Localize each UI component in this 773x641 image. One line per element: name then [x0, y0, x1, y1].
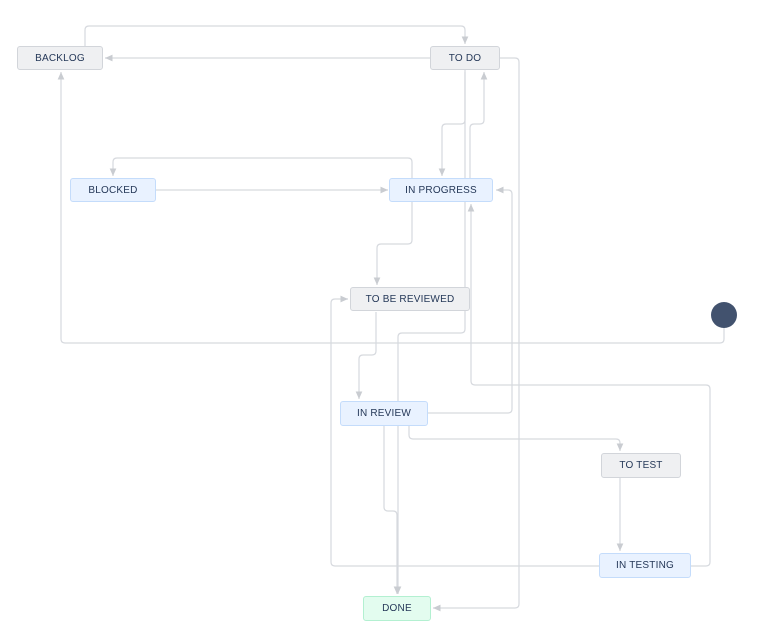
transition-in-review-to-done[interactable]: [383, 426, 401, 594]
status-in-review[interactable]: IN REVIEW: [340, 401, 428, 426]
status-to-be-reviewed[interactable]: TO BE REVIEWED: [350, 287, 470, 311]
transition-to-be-reviewed-to-done[interactable]: [394, 72, 466, 594]
status-blocked[interactable]: BLOCKED: [70, 178, 156, 202]
transition-in-progress-to-todo[interactable]: [469, 72, 488, 178]
start-node[interactable]: [711, 302, 737, 328]
status-in-testing[interactable]: IN TESTING: [599, 553, 691, 578]
transition-start-to-backlog[interactable]: [57, 72, 725, 344]
transition-todo-to-done[interactable]: [433, 57, 520, 612]
transition-backlog-to-todo[interactable]: [84, 25, 469, 46]
transition-in-testing-to-to-be-reviewed[interactable]: [330, 295, 600, 567]
transition-in-review-to-in-progress[interactable]: [428, 186, 513, 414]
status-to-test[interactable]: TO TEST: [601, 453, 681, 478]
transition-in-progress-to-blocked[interactable]: [109, 157, 413, 178]
status-backlog[interactable]: BACKLOG: [17, 46, 103, 70]
transition-to-be-reviewed-to-in-review[interactable]: [355, 312, 377, 399]
transition-in-testing-to-todo[interactable]: [467, 204, 711, 567]
transition-in-progress-to-to-be-reviewed[interactable]: [373, 202, 413, 285]
status-todo[interactable]: TO DO: [430, 46, 500, 70]
transition-in-review-to-to-test[interactable]: [408, 426, 624, 451]
transition-todo-to-in-progress[interactable]: [438, 70, 466, 176]
status-done[interactable]: DONE: [363, 596, 431, 621]
status-in-progress[interactable]: IN PROGRESS: [389, 178, 493, 202]
